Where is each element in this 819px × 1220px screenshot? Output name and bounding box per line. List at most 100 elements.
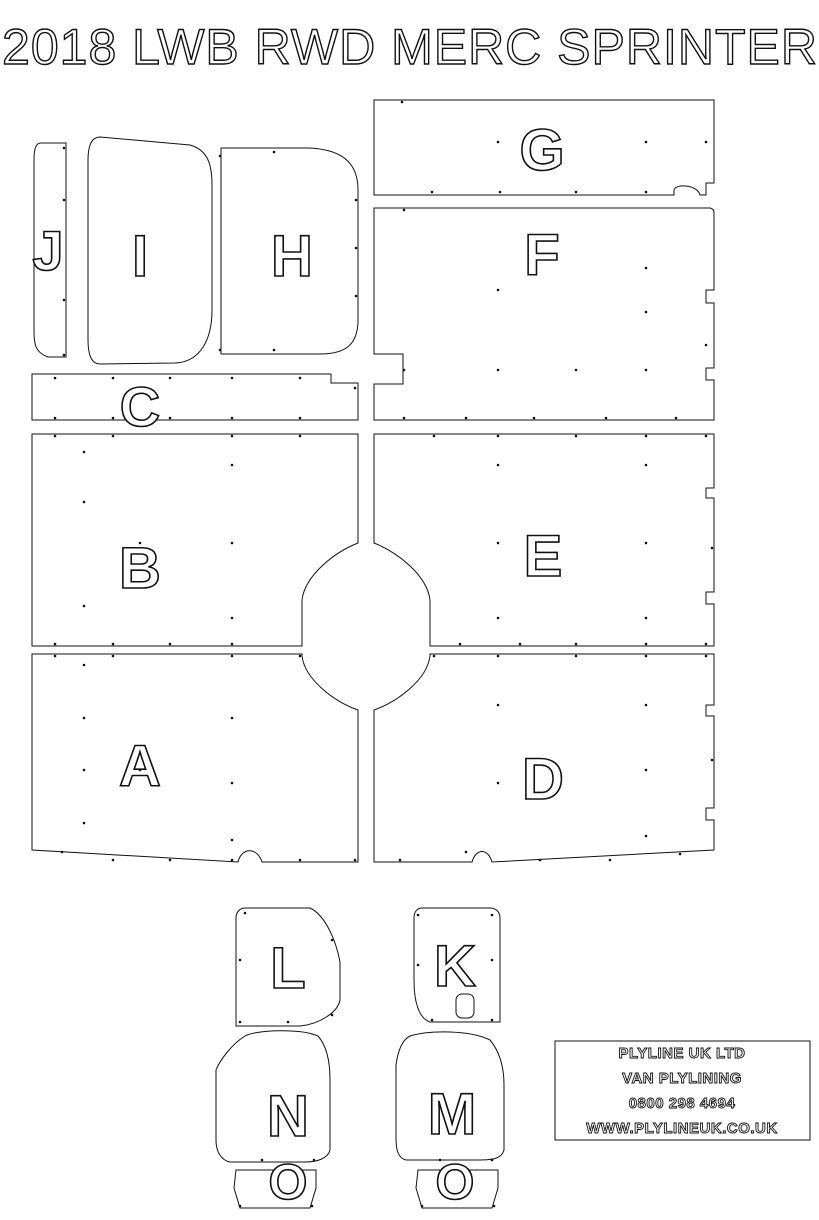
fixing-hole <box>644 310 648 314</box>
fixing-hole <box>62 198 66 202</box>
fixing-hole <box>710 758 714 762</box>
fixing-hole <box>62 298 66 302</box>
fixing-hole <box>678 852 682 856</box>
fixing-hole <box>532 416 536 420</box>
fixing-hole <box>644 463 648 467</box>
fixing-hole <box>168 642 172 646</box>
fixing-hole <box>230 642 234 646</box>
panel-label-k: K <box>434 934 476 999</box>
fixing-hole <box>490 1018 494 1022</box>
panel-label-o-right: O <box>436 1154 475 1210</box>
fixing-hole <box>704 642 708 646</box>
panel-label-b: B <box>119 536 161 601</box>
panel-label-g: G <box>519 118 564 183</box>
fixing-hole <box>496 368 500 372</box>
fixing-hole <box>238 1020 242 1024</box>
fixing-hole <box>608 858 612 862</box>
panel-label-o-left: O <box>269 1154 308 1210</box>
fixing-hole <box>298 376 302 380</box>
panel-label-h: H <box>271 224 313 289</box>
fixing-hole <box>260 1158 264 1162</box>
fixing-hole <box>111 858 115 862</box>
panel-label-e: E <box>524 524 563 589</box>
fixing-hole <box>53 642 57 646</box>
fixing-hole <box>496 703 500 707</box>
fixing-hole <box>82 500 86 504</box>
fixing-hole <box>218 154 222 158</box>
fixing-hole <box>644 434 648 438</box>
fixing-hole <box>432 654 436 658</box>
panel-n: N <box>215 1030 331 1163</box>
fixing-hole <box>230 838 234 842</box>
fixing-hole <box>704 434 708 438</box>
panel-o-right: O <box>415 1153 499 1211</box>
fixing-hole <box>644 642 648 646</box>
fixing-hole <box>298 434 302 438</box>
fixing-hole <box>644 368 648 372</box>
fixing-hole <box>402 368 406 372</box>
fixing-hole <box>82 821 86 825</box>
panel-g: G <box>373 99 715 196</box>
fixing-hole <box>416 913 420 917</box>
fixing-hole <box>574 434 578 438</box>
fixing-hole <box>138 768 142 772</box>
fixing-hole <box>400 100 404 104</box>
fixing-hole <box>168 376 172 380</box>
fixing-hole <box>298 858 302 862</box>
fixing-hole <box>674 416 678 420</box>
fixing-hole <box>353 858 357 862</box>
info-phone: 0800 298 4694 <box>629 1095 736 1112</box>
panel-d: D <box>373 653 715 863</box>
fixing-hole <box>604 416 608 420</box>
fixing-hole <box>238 1204 242 1208</box>
fixing-hole <box>111 434 115 438</box>
info-service: VAN PLYLINING <box>622 1070 742 1087</box>
fixing-hole <box>230 781 234 785</box>
fixing-hole <box>286 1020 290 1024</box>
panel-label-f: F <box>524 223 559 288</box>
fixing-hole <box>644 140 648 144</box>
panel-l: L <box>235 907 341 1027</box>
fixing-hole <box>82 663 86 667</box>
panel-label-d: D <box>522 747 564 812</box>
panel-label-l: L <box>270 936 305 1001</box>
fixing-hole <box>710 546 714 550</box>
fixing-hole <box>312 1158 316 1162</box>
fixing-hole <box>354 198 358 202</box>
fixing-hole <box>272 348 276 352</box>
fixing-hole <box>62 353 66 357</box>
fixing-hole <box>62 146 66 150</box>
fixing-hole <box>230 541 234 545</box>
fixing-hole <box>574 368 578 372</box>
fixing-holes <box>53 100 714 1208</box>
fixing-hole <box>138 541 142 545</box>
fixing-hole <box>82 716 86 720</box>
fixing-hole <box>496 463 500 467</box>
fixing-hole <box>490 1158 494 1162</box>
drawing-title: 2018 LWB RWD MERC SPRINTER <box>2 19 818 75</box>
panel-m: M <box>395 1031 505 1161</box>
info-website[interactable]: WWW.PLYLINEUK.CO.UK <box>586 1120 778 1138</box>
fixing-hole <box>490 913 494 917</box>
fixing-hole <box>402 416 406 420</box>
fixing-hole <box>230 654 234 658</box>
fixing-hole <box>464 416 468 420</box>
fixing-hole <box>272 150 276 154</box>
fixing-hole <box>574 642 578 646</box>
fixing-hole <box>704 654 708 658</box>
panel-i: I <box>87 136 213 365</box>
fixing-hole <box>230 716 234 720</box>
fixing-hole <box>310 1204 314 1208</box>
fixing-hole <box>464 850 468 854</box>
fixing-hole <box>230 416 234 420</box>
panel-j: J <box>32 142 67 358</box>
fixing-hole <box>496 616 500 620</box>
fixing-hole <box>644 834 648 838</box>
panel-label-c: C <box>120 375 160 438</box>
fixing-hole <box>496 541 500 545</box>
fixing-hole <box>354 294 358 298</box>
panel-k-cutout <box>455 993 475 1019</box>
panel-label-i: I <box>132 224 148 289</box>
fixing-hole <box>230 858 234 862</box>
fixing-hole <box>644 266 648 270</box>
